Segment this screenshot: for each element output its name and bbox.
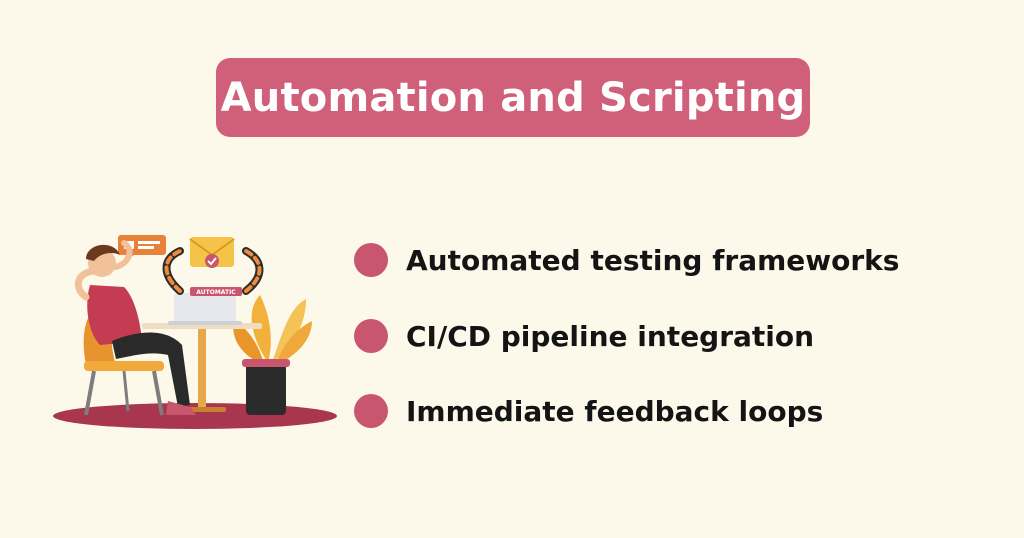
- bullet-dot: [354, 394, 388, 428]
- automation-illustration: AUTOMATIC: [53, 235, 337, 429]
- list-item-label: Immediate feedback loops: [406, 394, 824, 428]
- plant-icon: [233, 295, 312, 415]
- robot-arm-icon: [162, 247, 264, 295]
- list-item-label: Automated testing frameworks: [406, 243, 900, 277]
- list-item: Automated testing frameworks: [354, 238, 899, 282]
- list-item: Immediate feedback loops: [354, 389, 823, 433]
- list-item: CI/CD pipeline integration: [354, 314, 814, 358]
- laptop-label: AUTOMATIC: [196, 289, 236, 296]
- envelope-icon: [189, 237, 235, 268]
- title-banner: Automation and Scripting: [216, 58, 810, 137]
- bullet-dot: [354, 243, 388, 277]
- bullet-dot: [354, 319, 388, 353]
- page-title: Automation and Scripting: [220, 74, 806, 121]
- floor-shadow: [53, 403, 337, 429]
- laptop-icon: AUTOMATIC: [168, 287, 242, 325]
- list-item-label: CI/CD pipeline integration: [406, 319, 815, 353]
- person-avatar: [74, 240, 196, 415]
